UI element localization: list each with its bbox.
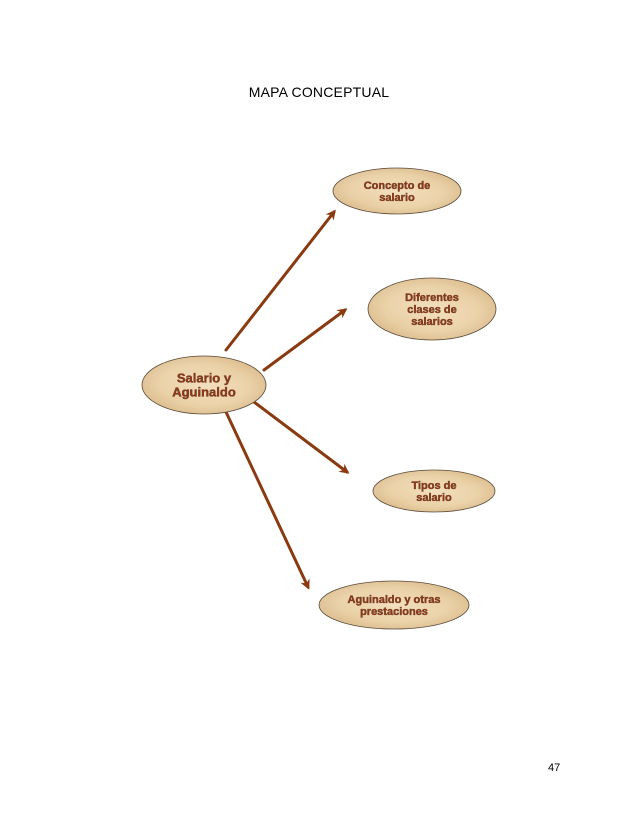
arrow-to-diferentes-clases <box>262 308 348 372</box>
node-label-line: Salario y <box>177 371 232 386</box>
node-label-line: salarios <box>411 316 453 328</box>
node-label-line: Concepto de <box>364 180 431 192</box>
edges-layer <box>224 209 350 590</box>
node-label-line: Aguinaldo y otras <box>348 594 441 606</box>
node-texture <box>320 582 468 628</box>
node-label-line: salario <box>416 492 452 504</box>
node-label-line: clases de <box>407 304 457 316</box>
node-label-line: Diferentes <box>405 292 459 304</box>
node-texture <box>374 471 494 511</box>
arrow-to-concepto-salario <box>224 209 336 352</box>
node-label-line: Tipos de <box>411 480 456 492</box>
node-texture <box>334 169 460 213</box>
page-title: MAPA CONCEPTUAL <box>248 84 390 100</box>
node-label-line: Aguinaldo <box>172 385 236 400</box>
page-number: 47 <box>548 762 561 774</box>
arrow-to-tipos-salario <box>252 400 350 474</box>
node-texture <box>143 357 265 413</box>
arrow-to-aguinaldo-prestaciones <box>224 410 310 590</box>
node-label-line: prestaciones <box>360 606 428 618</box>
node-texture <box>369 279 495 339</box>
node-label-line: salario <box>379 192 415 204</box>
